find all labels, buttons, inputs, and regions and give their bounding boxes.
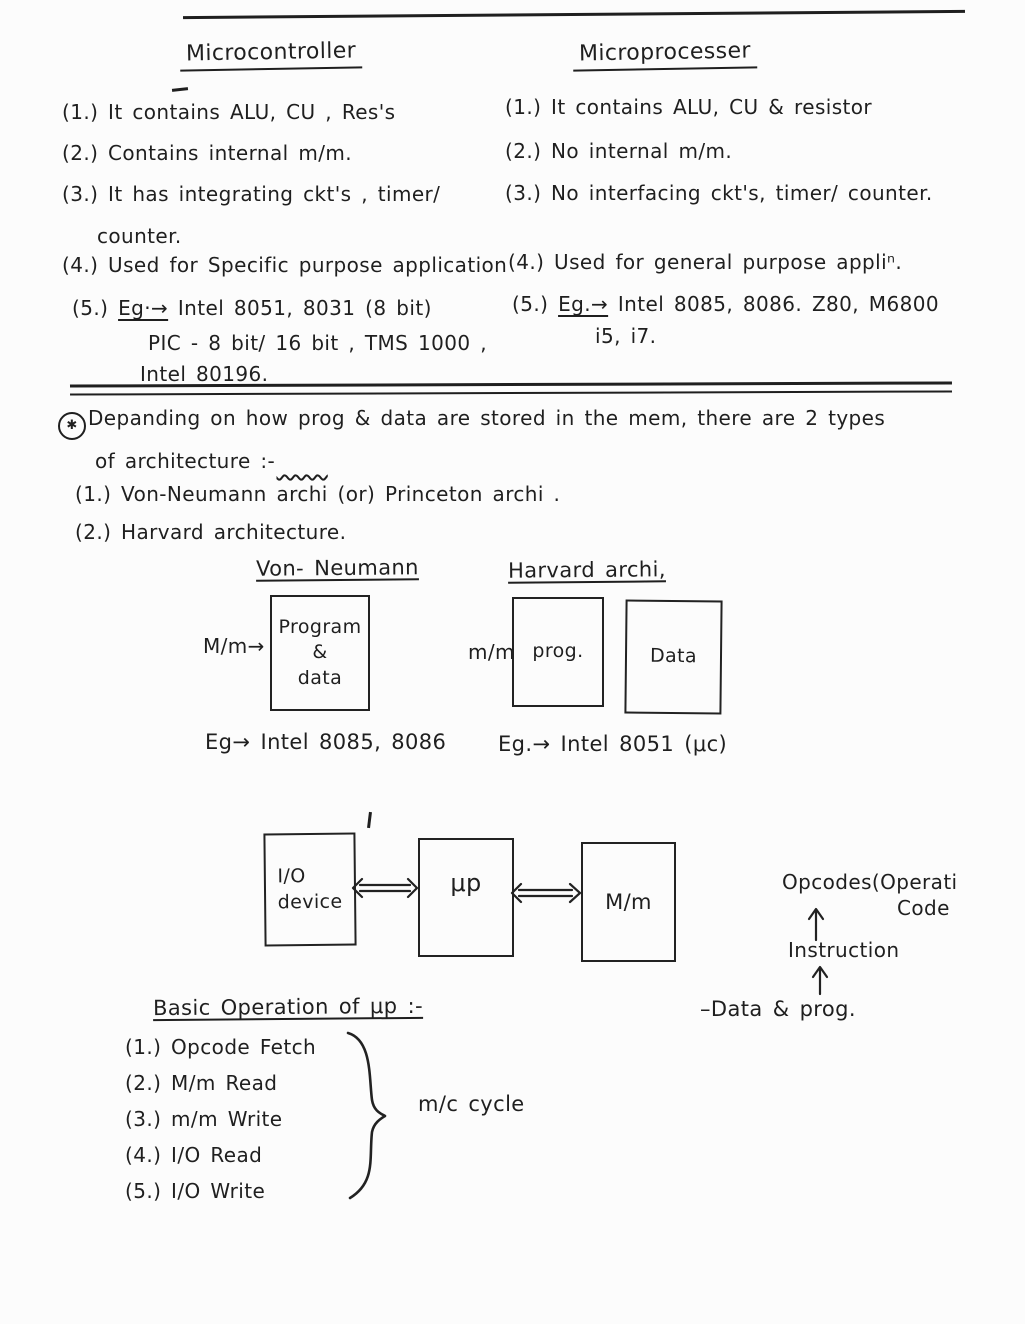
mp-item-4: (4.) Used for general purpose appliⁿ. [508, 250, 903, 274]
harvard-program-box: prog. [512, 597, 604, 707]
basic-ops-item-3: (3.) m/m Write [125, 1107, 283, 1131]
microprocessor-heading: Microprocesser [572, 38, 758, 72]
flow-microprocessor-box: μp [418, 838, 514, 957]
top-rule [183, 9, 965, 20]
arch-item1-pre: (1.) Von-Neumann [75, 482, 277, 506]
arch-item1-post: (or) Princeton archi . [327, 482, 561, 506]
chain-opcodes-line1: Opcodes(Operati [782, 870, 958, 894]
architecture-item-2: (2.) Harvard architecture. [75, 520, 347, 544]
mc-item-5-text: Intel 8051, 8031 (8 bit) [168, 296, 432, 320]
flow-tick-mark [367, 811, 372, 829]
mc-item-3b: counter. [97, 224, 182, 248]
harvard-mm-label: m/m [468, 640, 515, 664]
mp-item-5-line2: i5, i7. [595, 324, 657, 348]
von-neumann-title: Von- Neumann [255, 555, 419, 581]
basic-ops-item-2: (2.) M/m Read [125, 1071, 278, 1095]
mp-item-5: (5.) Eg.→ Intel 8085, 8086. Z80, M6800 [512, 292, 939, 316]
mp-item-5-num: (5.) [512, 292, 549, 316]
harvard-title: Harvard archi, [507, 557, 666, 583]
arch-item1-archi: archi [276, 482, 328, 506]
double-rule [69, 381, 953, 396]
mp-item-5-text: Intel 8085, 8086. Z80, M6800 [608, 292, 939, 316]
chain-instruction-label: Instruction [788, 938, 900, 962]
harvard-example: Eg.→ Intel 8051 (μc) [498, 732, 728, 756]
microcontroller-heading: Microcontroller [179, 38, 363, 72]
mp-item-5-eg-label: Eg.→ [558, 292, 609, 316]
machine-cycle-label: m/c cycle [418, 1092, 525, 1116]
mp-item-3: (3.) No interfacing ckt's, timer/ counte… [505, 181, 933, 205]
double-arrow-icon [510, 882, 582, 904]
architecture-intro-line1: ✱Depanding on how prog & data are stored… [58, 406, 885, 440]
basic-ops-item-4: (4.) I/O Read [125, 1143, 263, 1167]
vn-box-line2: & [312, 641, 328, 664]
architecture-item-1: (1.) Von-Neumann archi (or) Princeton ar… [75, 482, 560, 506]
harvard-box2-label: Data [649, 644, 698, 668]
basic-ops-item-5: (5.) I/O Write [125, 1179, 266, 1203]
vn-box-line1: Program [278, 615, 362, 638]
von-neumann-mm-label: M/m→ [203, 634, 265, 658]
mp-item-1: (1.) It contains ALU, CU & resistor [505, 95, 873, 119]
mc-item-4: (4.) Used for Specific purpose applicati… [62, 253, 508, 277]
up-arrow-icon [811, 965, 829, 996]
von-neumann-example: Eg→ Intel 8085, 8086 [205, 730, 447, 754]
brace-icon [346, 1031, 387, 1200]
mc-item-1: (1.) It contains ALU, CU , Res's [62, 100, 396, 124]
mc-item-5-line2: PIC - 8 bit/ 16 bit , TMS 1000 , [148, 331, 488, 355]
basic-ops-heading: Basic Operation of μp :- [152, 993, 424, 1021]
mc-item-5: (5.) Eg·→ Intel 8051, 8031 (8 bit) [72, 296, 432, 320]
flow-box2-label: μp [450, 869, 482, 898]
flow-box3-label: M/m [605, 889, 652, 914]
star-icon: ✱ [58, 411, 86, 440]
flow-box1-line1: I/O [277, 864, 306, 888]
harvard-box1-label: prog. [532, 640, 584, 663]
up-arrow-icon [807, 907, 825, 942]
flow-io-device-box: I/O device [263, 832, 357, 947]
harvard-data-box: Data [624, 599, 723, 715]
mc-item-2: (2.) Contains internal m/m. [62, 141, 352, 165]
architecture-intro-line2: of architecture :- [95, 449, 276, 473]
basic-ops-item-1: (1.) Opcode Fetch [125, 1035, 317, 1059]
architecture-intro-text: Depanding on how prog & data are stored … [88, 406, 886, 430]
mc-item-5-num: (5.) [72, 296, 109, 320]
mc-item-5-eg-label: Eg·→ [118, 296, 169, 320]
chain-opcodes-line2: Code [897, 896, 950, 920]
chain-data-prog-label: –Data & prog. [700, 997, 856, 1021]
double-arrow-icon [351, 877, 419, 899]
heading-dash [171, 87, 189, 92]
mc-item-5-line3: Intel 80196. [140, 362, 269, 386]
mc-item-3: (3.) It has integrating ckt's , timer/ [62, 182, 441, 206]
von-neumann-memory-box: Program & data [270, 595, 370, 711]
flow-box1-line2: device [277, 890, 343, 913]
flow-memory-box: M/m [581, 842, 676, 962]
mp-item-2: (2.) No internal m/m. [505, 139, 733, 163]
vn-box-line3: data [297, 666, 343, 689]
